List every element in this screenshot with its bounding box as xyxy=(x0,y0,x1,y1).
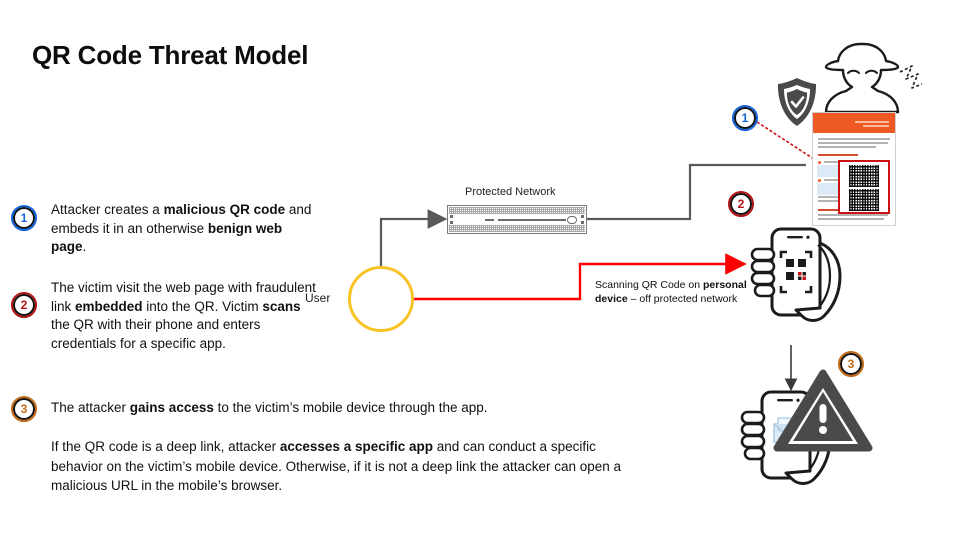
warning-triangle-icon xyxy=(773,369,873,452)
qr-code-image xyxy=(849,189,879,211)
circled-number-1: 1 xyxy=(11,205,37,231)
scanning-qr-note: Scanning QR Code on personal device – of… xyxy=(595,279,747,305)
attacker-icon xyxy=(824,42,923,114)
shield-check-icon xyxy=(777,78,817,126)
step-1-description: Attacker creates a malicious QR code and… xyxy=(51,202,312,254)
circled-number-2: 2 xyxy=(11,292,37,318)
deep-link-explanation: If the QR code is a deep link, attacker … xyxy=(51,439,622,493)
step-3-description: The attacker gains access to the victim’… xyxy=(51,400,488,415)
diagram-marker-1: 1 xyxy=(732,105,758,131)
step-2-description: The victim visit the web page with fraud… xyxy=(51,280,316,351)
diagram-marker-2: 2 xyxy=(728,191,754,217)
scan-attack-path xyxy=(412,253,747,301)
diagram-marker-3: 3 xyxy=(838,351,864,377)
protected-network-label: Protected Network xyxy=(465,186,556,198)
page-title: QR Code Threat Model xyxy=(32,40,309,70)
qr-code-highlight-box xyxy=(838,160,890,214)
network-path xyxy=(379,163,806,266)
webpage-header-banner xyxy=(813,113,895,133)
user-node xyxy=(348,266,414,332)
firewall-icon xyxy=(447,205,587,234)
user-label: User xyxy=(305,291,331,305)
circled-number-3: 3 xyxy=(11,396,37,422)
hand-holding-phone-scanning-qr-icon xyxy=(750,227,842,322)
qr-code-image xyxy=(849,165,879,187)
